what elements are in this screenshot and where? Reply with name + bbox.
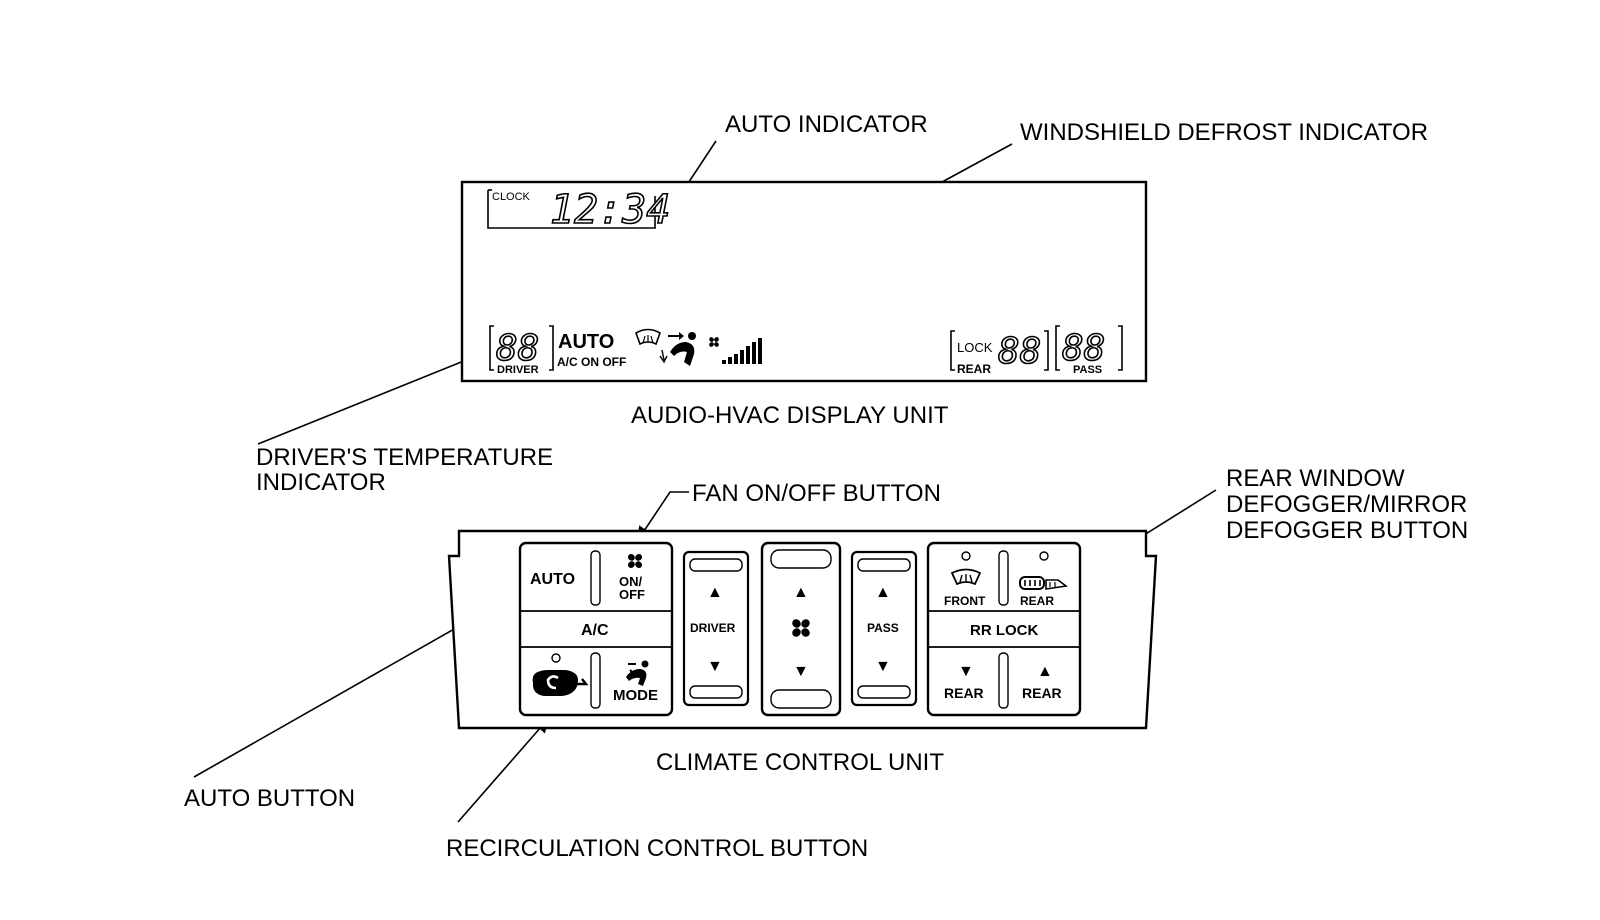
rr-lock-label: RR LOCK: [970, 622, 1038, 639]
clock-time: 12:34: [550, 187, 670, 233]
fan-speed-rocker[interactable]: ▲ ▼: [760, 541, 842, 717]
drivers-temp-indicator-callout-line2: INDICATOR: [256, 469, 386, 496]
front-defrost-icon: [950, 568, 982, 586]
rear-temp-down-button[interactable]: ▼ REAR: [930, 649, 997, 713]
climate-unit-caption: CLIMATE CONTROL UNIT: [656, 749, 944, 776]
front-defrost-button[interactable]: FRONT: [930, 545, 997, 609]
pass-temp-digits: 88: [1062, 328, 1105, 369]
pass-temp-rocker-label: PASS: [867, 621, 899, 635]
mode-icon: [626, 660, 649, 686]
rear-label: REAR: [957, 362, 991, 376]
auto-indicator: AUTO: [558, 331, 614, 353]
rear-defogger-button[interactable]: REAR: [1010, 545, 1078, 609]
rr-lock-button[interactable]: RR LOCK: [930, 612, 1078, 646]
auto-button-callout: AUTO BUTTON: [184, 785, 355, 812]
rear-defogger-callout-line2: DEFOGGER/MIRROR: [1226, 491, 1467, 518]
pass-temp-down-arrow[interactable]: ▼: [875, 658, 891, 675]
fan-onoff-button[interactable]: ON/ OFF: [602, 545, 670, 609]
auto-indicator-callout: AUTO INDICATOR: [725, 111, 928, 138]
recirculation-led: [551, 653, 561, 663]
driver-temp-rocker[interactable]: ▲ DRIVER ▼: [682, 550, 750, 707]
fan-speed-down-arrow[interactable]: ▼: [793, 663, 809, 680]
rear-temp-up-label: REAR: [1022, 685, 1062, 701]
rear-defogger-callout-line1: REAR WINDOW: [1226, 465, 1405, 492]
display-frame: [460, 180, 1148, 383]
driver-temp-up-arrow[interactable]: ▲: [707, 584, 723, 601]
fan-on-label: ON/: [619, 574, 643, 589]
fan-speed-bars-icon: [708, 336, 762, 364]
fan-off-label: OFF: [619, 587, 645, 602]
climate-control-unit: AUTO ON/ OFF A/C: [447, 529, 1158, 730]
rear-defogger-label: REAR: [1020, 594, 1054, 608]
mode-button[interactable]: MODE: [602, 649, 670, 713]
rear-temp-down-arrow: ▼: [958, 663, 974, 680]
driver-temp-down-arrow[interactable]: ▼: [707, 658, 723, 675]
recirculation-button[interactable]: [522, 649, 589, 713]
mode-button-label: MODE: [613, 687, 658, 704]
fan-onoff-leader: [637, 491, 689, 542]
rear-temp-up-button[interactable]: ▲ REAR: [1010, 649, 1078, 713]
ac-onoff-indicator: A/C ON OFF: [557, 355, 626, 369]
clock-label: CLOCK: [492, 191, 531, 203]
front-defrost-label: FRONT: [944, 594, 986, 608]
recirculation-icon: [532, 670, 589, 696]
rear-defogger-callout-line3: DEFOGGER BUTTON: [1226, 517, 1468, 544]
rear-temp-up-arrow: ▲: [1037, 663, 1053, 680]
rear-temp-down-label: REAR: [944, 685, 984, 701]
auto-button[interactable]: AUTO: [522, 545, 589, 609]
rear-defrost-icon: [1019, 576, 1069, 590]
driver-temp-digits: 88: [496, 328, 539, 369]
driver-temp-rocker-label: DRIVER: [690, 621, 736, 635]
pass-temp-label: PASS: [1073, 364, 1102, 376]
driver-temp-label: DRIVER: [497, 364, 539, 376]
ac-button[interactable]: A/C: [522, 612, 670, 646]
windshield-defrost-icon: [635, 328, 668, 364]
fan-onoff-button-callout: FAN ON/OFF BUTTON: [692, 480, 941, 507]
display-unit-caption: AUDIO-HVAC DISPLAY UNIT: [631, 402, 949, 429]
drivers-temp-leader: [257, 348, 493, 445]
recirculation-leader: [457, 717, 549, 823]
rear-temp-digits: 88: [998, 331, 1041, 372]
auto-button-label: AUTO: [530, 571, 575, 588]
audio-hvac-display-unit: CLOCK 12:34 88 DRIVER AUTO A/C ON OFF: [460, 180, 1148, 383]
drivers-temp-indicator-callout-line1: DRIVER'S TEMPERATURE: [256, 444, 553, 471]
lock-label: LOCK: [957, 340, 993, 355]
clock-bracket: [487, 190, 656, 229]
pass-temp-up-arrow[interactable]: ▲: [875, 584, 891, 601]
front-defrost-led: [961, 551, 971, 561]
ac-button-label: A/C: [581, 622, 609, 639]
right-button-block: [926, 541, 1082, 717]
fan-speed-up-arrow[interactable]: ▲: [793, 584, 809, 601]
rear-defogger-led: [1039, 551, 1049, 561]
recirculation-button-callout: RECIRCULATION CONTROL BUTTON: [446, 835, 868, 862]
windshield-defrost-indicator-callout: WINDSHIELD DEFROST INDICATOR: [1020, 119, 1428, 146]
vent-icon: [668, 332, 696, 366]
pass-temp-rocker[interactable]: ▲ PASS ▼: [850, 550, 918, 707]
